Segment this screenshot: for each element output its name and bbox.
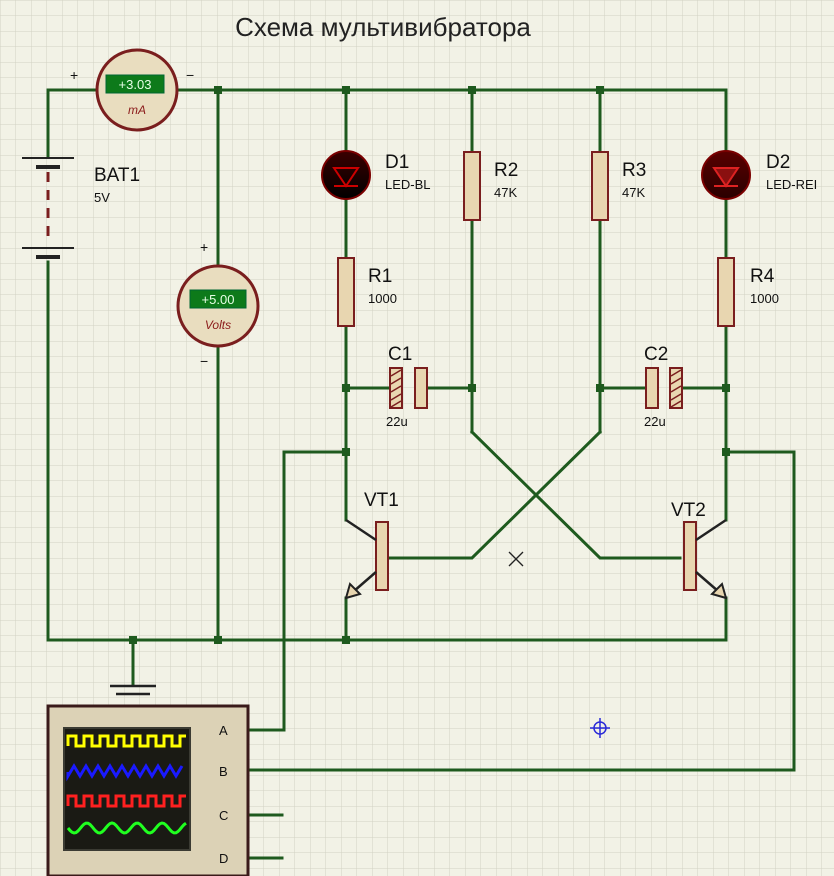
scope-channel-a-label: A [219,723,228,738]
ammeter-display [105,74,165,94]
ammeter-minus-label: − [186,67,194,83]
voltmeter-plus-label: + [200,239,208,255]
resistor-r2[interactable] [463,151,481,221]
vt2-ref-label: VT2 [671,500,706,521]
wires [46,88,796,860]
led-d1[interactable] [321,150,371,200]
transistor-vt2[interactable] [683,518,728,600]
c1-value-label: 22u [386,414,408,429]
r1-value-label: 1000 [368,291,397,306]
d1-value-label: LED-BL [385,177,431,192]
crosshair-origin-icon [590,718,610,738]
capacitor-c1[interactable] [389,367,428,409]
c2-value-label: 22u [644,414,666,429]
led-d2[interactable] [701,150,751,200]
voltmeter-reading: +5.00 [202,292,235,307]
resistor-r1[interactable] [337,257,355,327]
battery-value-label: 5V [94,190,110,205]
r2-ref-label: R2 [494,160,518,181]
resistor-r3[interactable] [591,151,609,221]
d1-ref-label: D1 [385,152,409,173]
scope-trace-c [66,794,186,808]
r2-value-label: 47K [494,185,517,200]
voltmeter[interactable] [176,264,260,348]
cross-marker-icon [508,551,524,567]
r4-ref-label: R4 [750,266,775,287]
scope-trace-b [66,763,184,782]
r1-ref-label: R1 [368,266,392,287]
junctions [129,86,730,644]
c2-ref-label: C2 [644,344,668,365]
scope-trace-a [66,734,186,748]
battery-bat1[interactable] [22,157,74,259]
r3-value-label: 47K [622,185,645,200]
ground-symbol[interactable] [110,684,156,696]
transistor-vt1[interactable] [344,518,389,600]
oscilloscope-pins: A B C D [219,723,228,866]
scope-trace-d [66,821,187,835]
voltmeter-minus-label: − [200,353,208,369]
oscilloscope-traces [66,734,187,835]
ammeter[interactable] [95,48,179,132]
resistor-r4[interactable] [717,257,735,327]
d2-value-label: LED-REI [766,177,817,192]
ammeter-plus-label: + [70,67,78,83]
r3-ref-label: R3 [622,160,646,181]
battery-ref-label: BAT1 [94,165,140,186]
scope-channel-d-label: D [219,851,228,866]
voltmeter-unit: Volts [205,318,231,332]
voltmeter-display [189,289,247,309]
ammeter-unit: mA [128,103,146,117]
ammeter-reading: +3.03 [119,77,152,92]
oscilloscope[interactable] [46,704,250,876]
r4-value-label: 1000 [750,291,779,306]
page-title: Схема мультивибратора [235,12,531,42]
scope-channel-c-label: C [219,808,228,823]
vt1-ref-label: VT1 [364,490,399,511]
scope-channel-b-label: B [219,764,228,779]
c1-ref-label: C1 [388,344,412,365]
capacitor-c2[interactable] [645,367,683,409]
d2-ref-label: D2 [766,152,790,173]
